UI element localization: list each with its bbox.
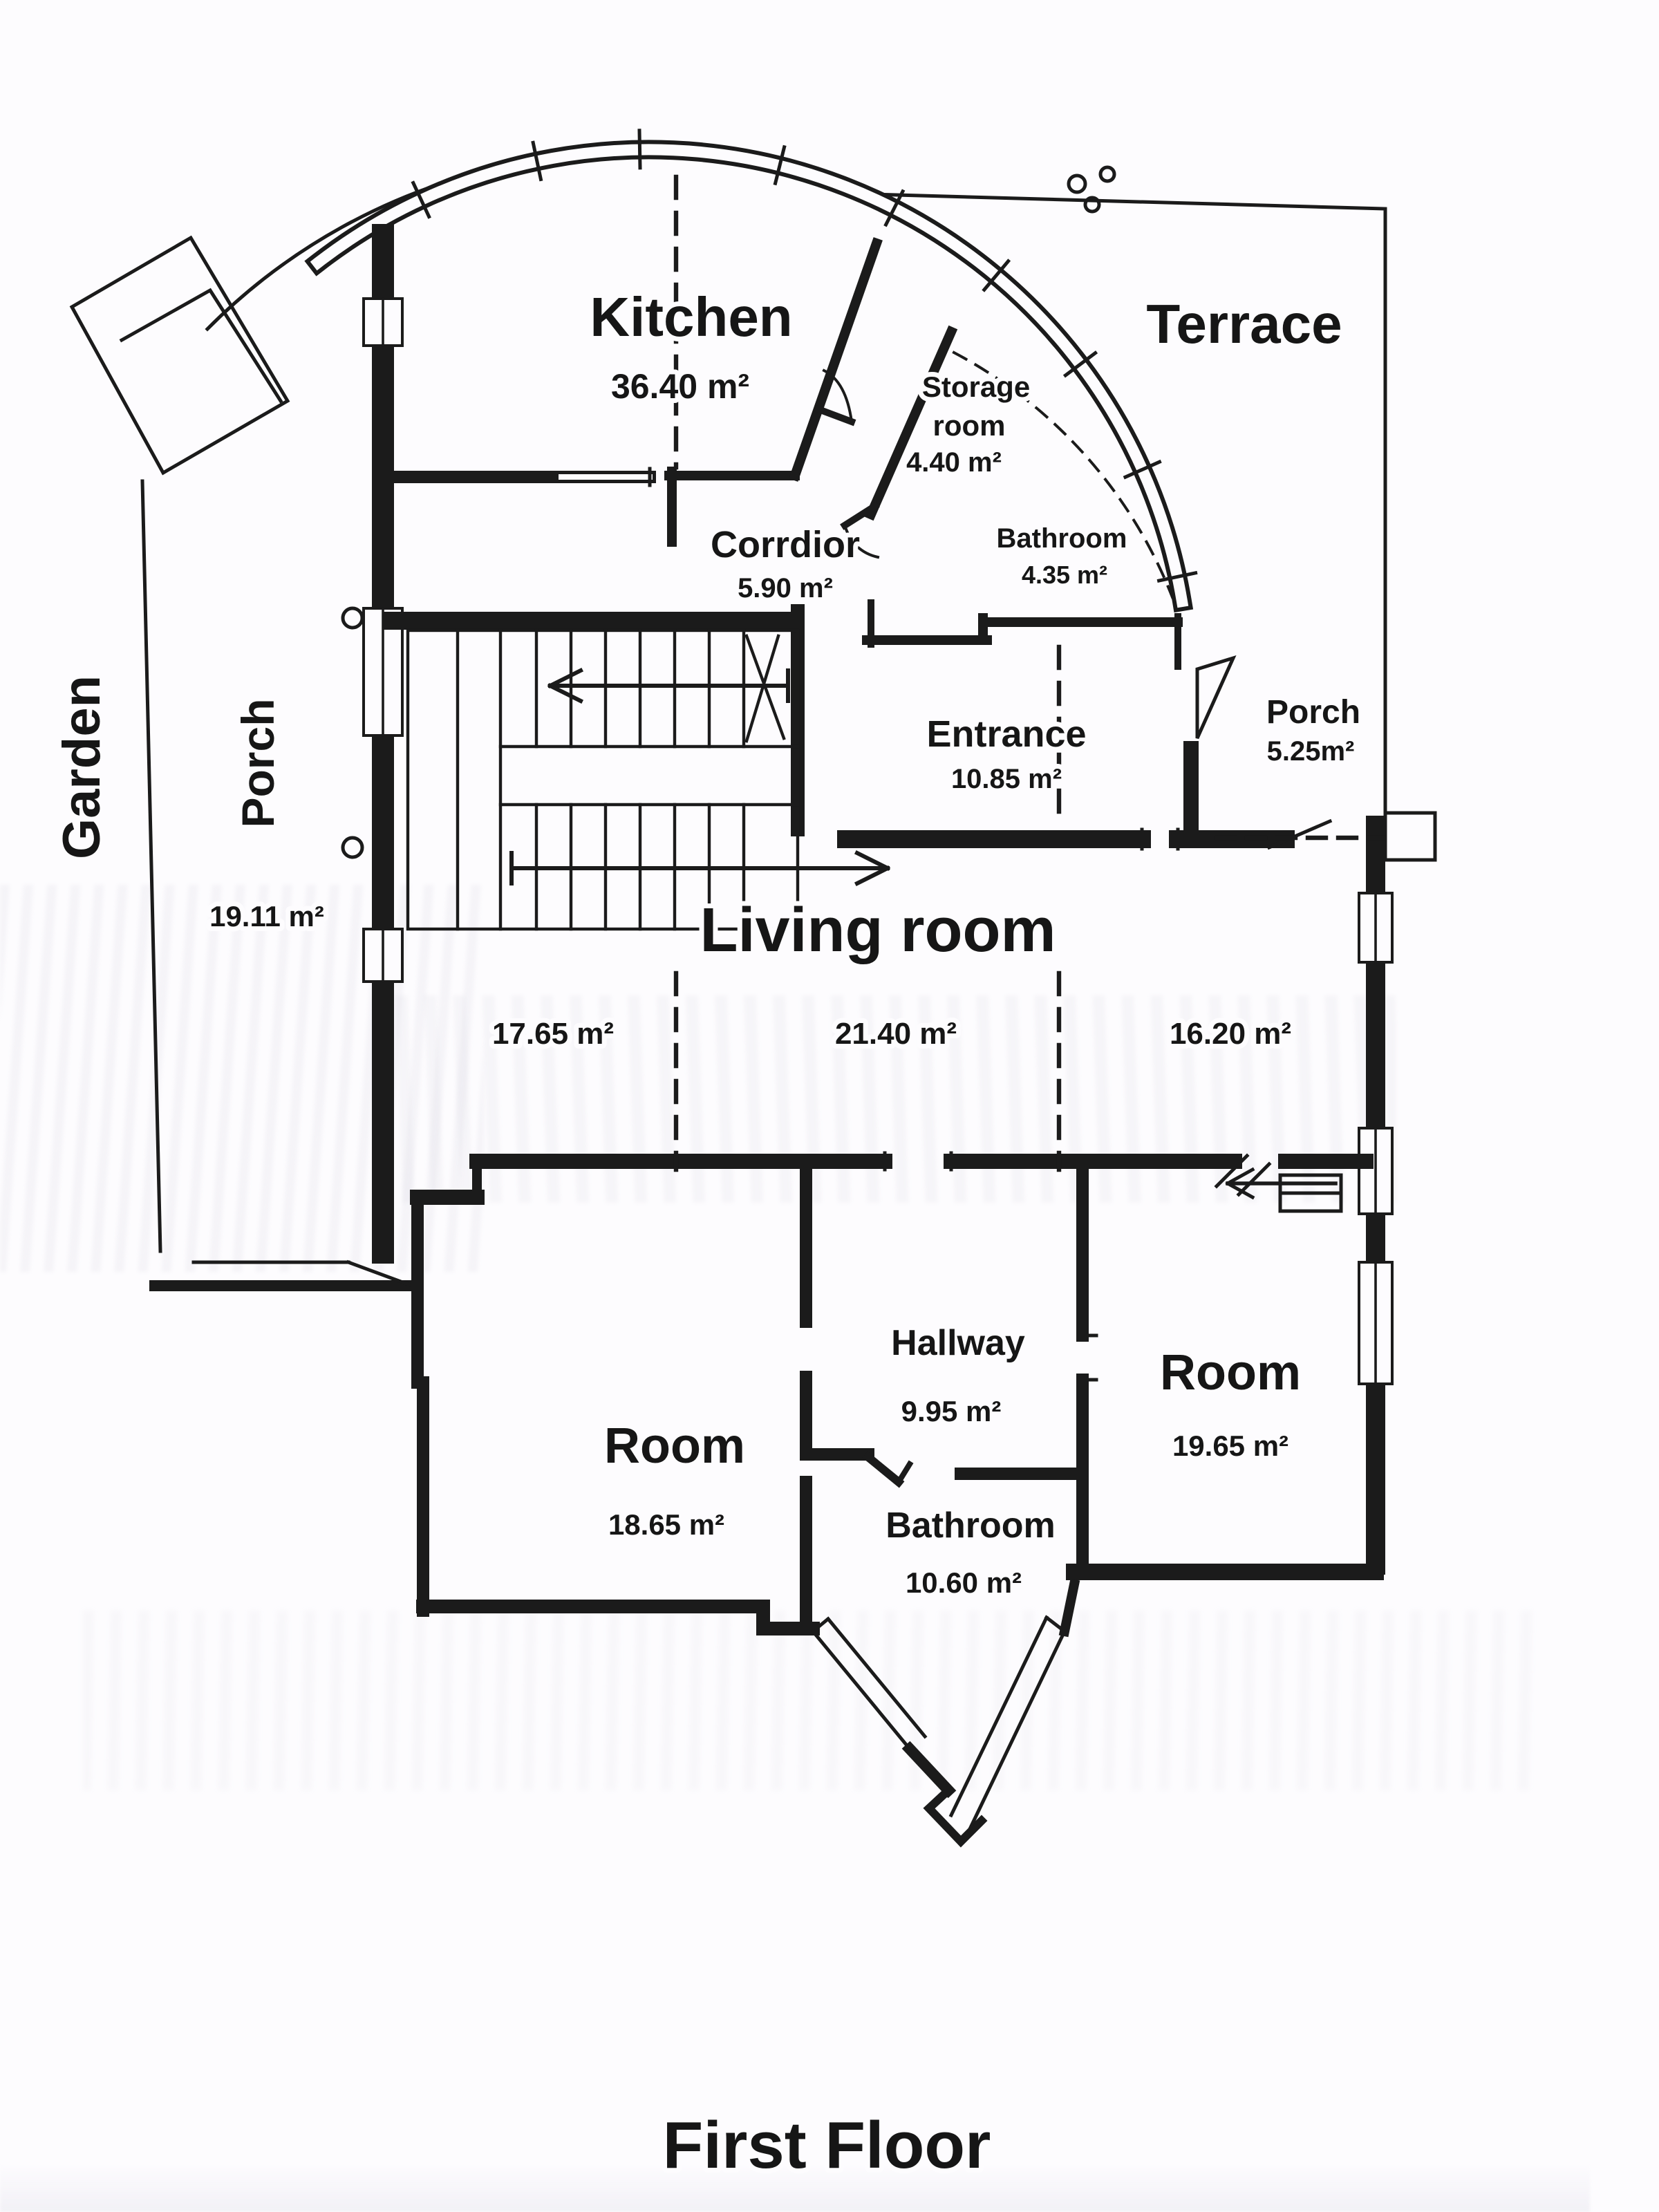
label-living: Living room: [700, 896, 1056, 965]
label-terrace: Terrace: [1146, 293, 1342, 355]
entry-door: [1174, 613, 1237, 832]
label-storage-1: Storage: [922, 371, 1030, 403]
label-storage-area: 4.40 m²: [906, 447, 1002, 478]
label-porch-right-area: 5.25m²: [1267, 736, 1355, 767]
label-room-left: Room: [604, 1418, 745, 1474]
decor: [1067, 165, 1343, 1213]
label-bathroom-top: Bathroom: [997, 523, 1127, 554]
stair-direction-down: [509, 850, 891, 887]
label-kitchen-area: 36.40 m²: [611, 367, 749, 406]
label-living-area-right: 16.20 m²: [1170, 1017, 1291, 1051]
label-living-area-left: 17.65 m²: [492, 1017, 614, 1051]
label-entrance-area: 10.85 m²: [951, 764, 1062, 794]
label-porch-left: Porch: [232, 698, 283, 827]
label-storage-2: room: [933, 409, 1006, 442]
label-porch-right: Porch: [1266, 694, 1360, 731]
page-title: First Floor: [663, 2108, 991, 2182]
label-room-left-area: 18.65 m²: [608, 1508, 724, 1541]
exterior-step-symbol: [1214, 1153, 1343, 1213]
door-swing-triangle: [1195, 655, 1237, 740]
porch-knobs: [341, 606, 364, 859]
interior-doors: [648, 368, 880, 559]
label-corridor: Corrdior: [711, 524, 860, 565]
east-wall: [1358, 816, 1394, 1575]
label-bathroom-bottom-area: 10.60 m²: [906, 1566, 1022, 1599]
terrace-boundary: [844, 191, 1387, 818]
terrace-hole: [1067, 174, 1087, 194]
dashed-dividers: [673, 174, 1385, 1172]
label-hallway: Hallway: [891, 1323, 1025, 1363]
terrace-hole: [1083, 196, 1101, 214]
curved-wall: [304, 129, 1198, 613]
labels: Kitchen 36.40 m² Terrace Storage room 4.…: [48, 281, 1365, 2187]
label-corridor-area: 5.90 m²: [738, 573, 833, 603]
terrace-corner-block: [1383, 811, 1437, 862]
chimney: [69, 235, 290, 476]
label-entrance: Entrance: [926, 713, 1086, 755]
label-bathroom-bottom: Bathroom: [885, 1506, 1056, 1546]
garden-boundary: [140, 479, 162, 1253]
label-garden: Garden: [53, 675, 111, 859]
label-porch-left-area: 19.11 m²: [209, 900, 324, 932]
terrace-roof-dashed: [952, 350, 1174, 599]
label-kitchen: Kitchen: [590, 286, 792, 348]
label-hallway-area: 9.95 m²: [901, 1395, 1002, 1427]
label-room-right: Room: [1160, 1345, 1301, 1400]
curved-wall-mullions: [411, 129, 1198, 583]
west-wall: [341, 224, 404, 1264]
stair-winder: [744, 634, 786, 743]
chimney-notch: [119, 288, 283, 404]
label-living-area-mid: 21.40 m²: [835, 1017, 957, 1051]
bathroom-top-door: [840, 501, 880, 530]
stair-direction-up: [547, 667, 790, 704]
bay-walls: [810, 1578, 1080, 1848]
label-bathroom-top-area: 4.35 m²: [1022, 561, 1107, 589]
door-leaf: [1183, 741, 1199, 832]
stairs: [406, 628, 891, 931]
storage-door: [814, 404, 856, 427]
label-room-right-area: 19.65 m²: [1172, 1430, 1288, 1462]
terrace-hole: [1098, 165, 1116, 183]
